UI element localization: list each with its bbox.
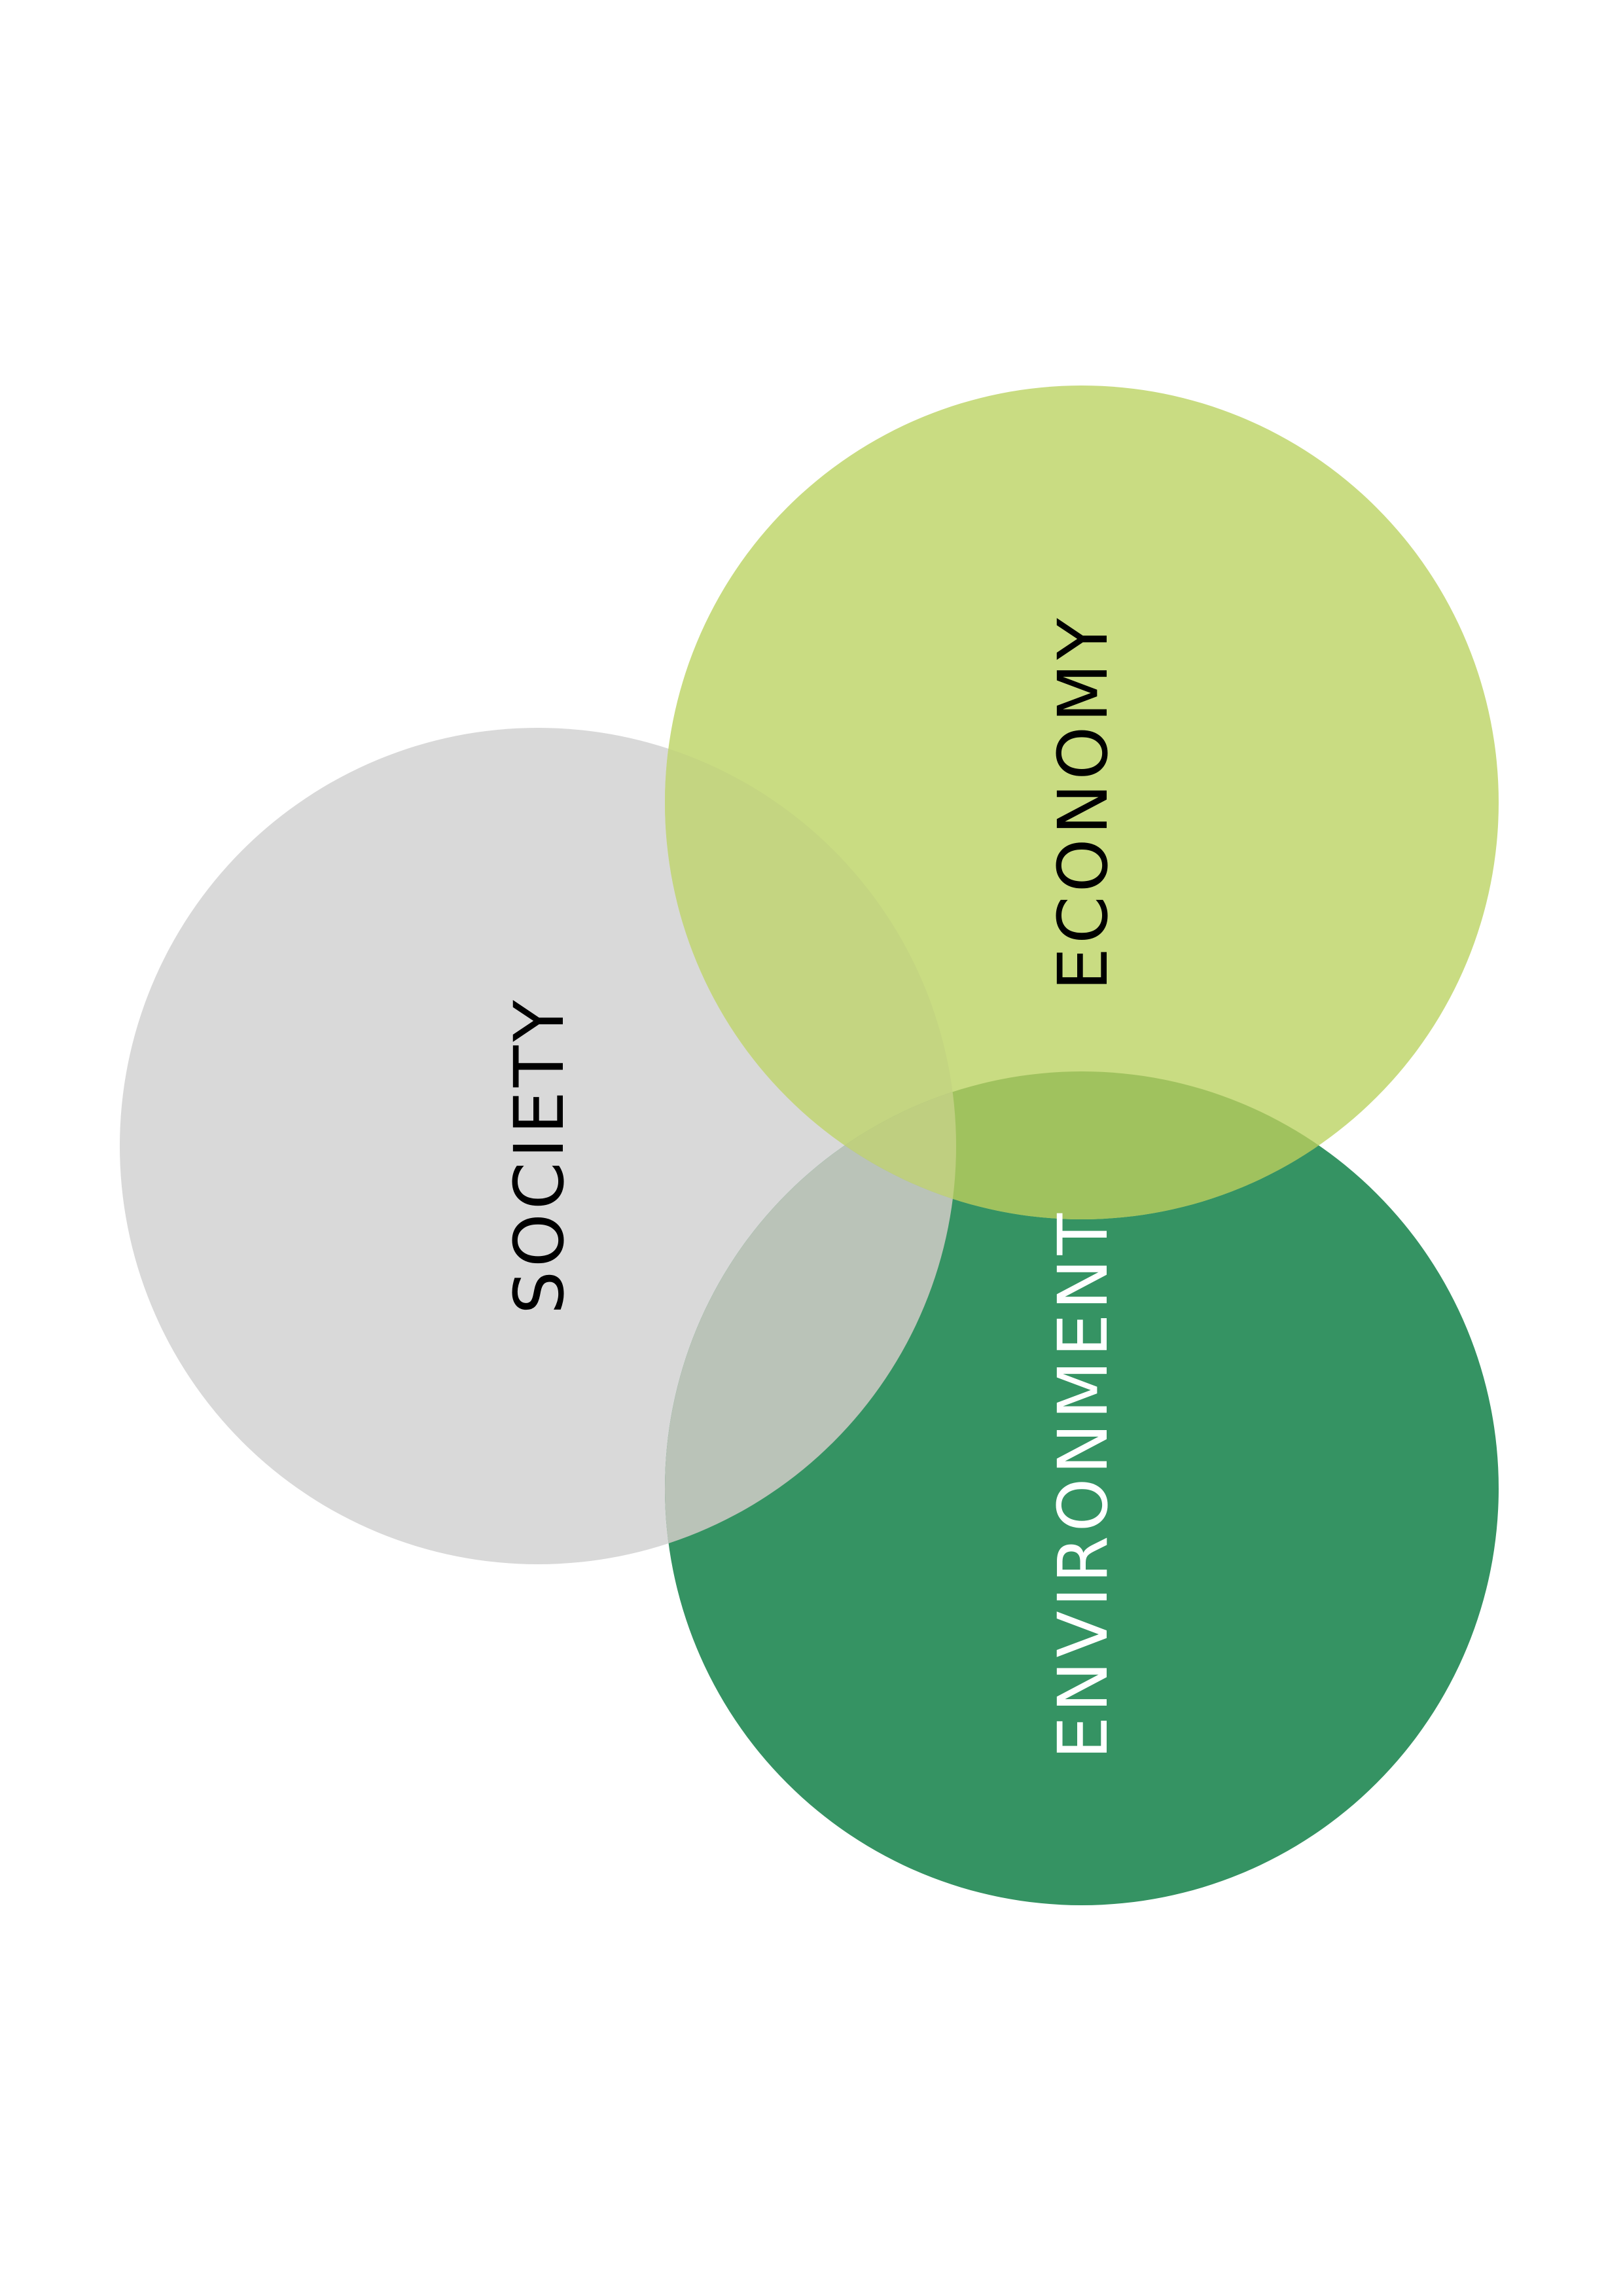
- environment-label: ENVIRONMENT: [1043, 1210, 1123, 1759]
- society-economy-overlap: [665, 728, 956, 1219]
- economy-label: ECONOMY: [1043, 614, 1123, 990]
- society-environment-overlap: [665, 1071, 956, 1564]
- society-label: SOCIETY: [499, 996, 579, 1314]
